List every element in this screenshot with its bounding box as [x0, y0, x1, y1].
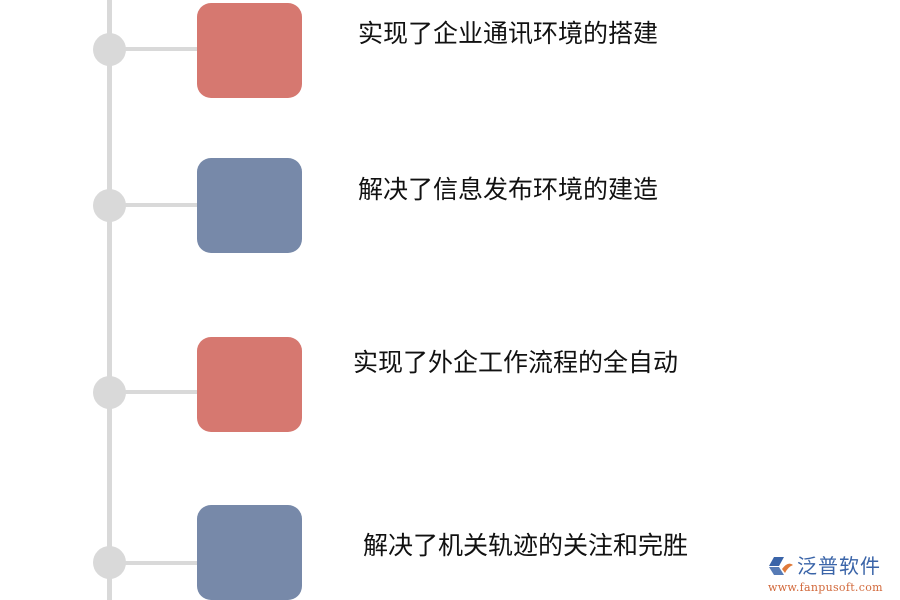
timeline-node-dot [93, 33, 126, 66]
item-label: 实现了外企工作流程的全自动 [353, 348, 679, 377]
marker-box-blue [197, 158, 302, 253]
item-label: 实现了企业通讯环境的搭建 [358, 19, 659, 48]
connector-line [110, 390, 200, 394]
connector-line [110, 203, 200, 207]
logo-name: 泛普软件 [797, 554, 881, 578]
item-label: 解决了信息发布环境的建造 [358, 175, 659, 204]
timeline-node-dot [93, 189, 126, 222]
watermark-logo: 泛普软件 www.fanpusoft.com [768, 553, 898, 598]
logo-url: www.fanpusoft.com [768, 581, 883, 594]
marker-box-blue [197, 505, 302, 600]
connector-line [110, 561, 200, 565]
marker-box-red [197, 337, 302, 432]
timeline-node-dot [93, 376, 126, 409]
logo-mark-icon [768, 555, 794, 577]
timeline-node-dot [93, 546, 126, 579]
timeline-vertical-line [107, 0, 112, 600]
marker-box-red [197, 3, 302, 98]
connector-line [110, 47, 200, 51]
item-label: 解决了机关轨迹的关注和完胜 [363, 531, 689, 560]
